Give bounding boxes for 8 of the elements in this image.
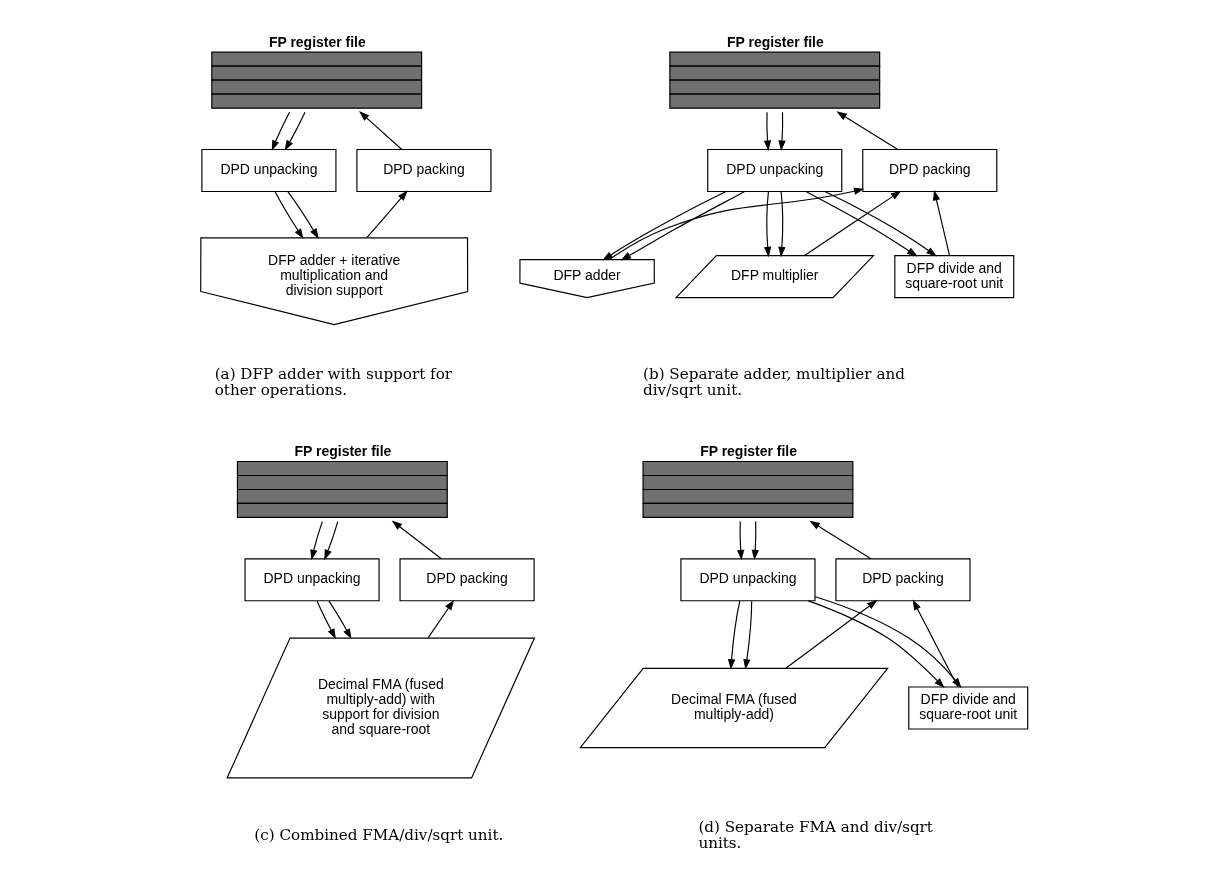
node-label: FP register file <box>699 443 797 460</box>
node-label: FP register file <box>726 34 824 51</box>
label: (c) Combined FMA/div/sqrt unit. <box>253 826 503 845</box>
node-label: FP register file <box>294 443 391 460</box>
label: (d) Separate FMA and div/sqrt units. <box>697 818 933 853</box>
node-label: FP register file <box>268 34 366 51</box>
label: (a) DFP adder with support for other operations. <box>214 364 452 399</box>
label: (b) Separate adder, multiplier and div/sqrt unit. <box>642 364 905 399</box>
